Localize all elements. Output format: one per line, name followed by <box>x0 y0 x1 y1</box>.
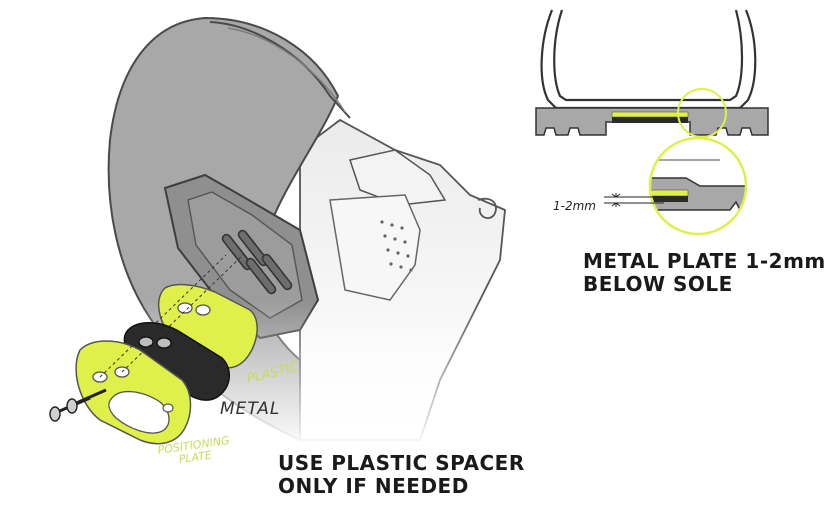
magnified-detail <box>650 138 746 234</box>
metal-plate-caption-line1: METAL PLATE 1-2mm <box>583 249 824 273</box>
sole-rim <box>209 21 351 119</box>
sole-rim-inner <box>227 27 346 113</box>
cleat-parts <box>49 253 258 445</box>
plastic-spacer-caption-line1: USE PLASTIC SPACER <box>278 451 525 475</box>
cleat-bolts <box>49 388 107 422</box>
metal-plate-section <box>612 117 688 123</box>
metal-label: METAL <box>220 399 281 419</box>
plastic-spacer-caption: USE PLASTIC SPACER ONLY IF NEEDED <box>278 452 525 498</box>
positioning-plate <box>75 340 192 445</box>
shoe-wall-outline <box>540 9 757 110</box>
gap-measurement <box>604 193 664 207</box>
magnifier-ring <box>648 136 748 236</box>
shoe-lace-loop <box>477 197 497 219</box>
plastic-spacer-caption-line2: ONLY IF NEEDED <box>278 474 469 498</box>
perforation-dots <box>380 220 413 272</box>
plastic-spacer-section <box>611 111 689 118</box>
sole-cross-section <box>535 9 769 236</box>
metal-plate-caption: METAL PLATE 1-2mm BELOW SOLE <box>583 250 824 296</box>
shoe-tongue <box>349 149 447 206</box>
cleat-slots <box>221 229 293 295</box>
alignment-lines <box>99 253 245 378</box>
gap-label: 1-2mm <box>553 199 596 213</box>
metal-plate-caption-line2: BELOW SOLE <box>583 272 733 296</box>
shoe-strap <box>329 194 421 301</box>
